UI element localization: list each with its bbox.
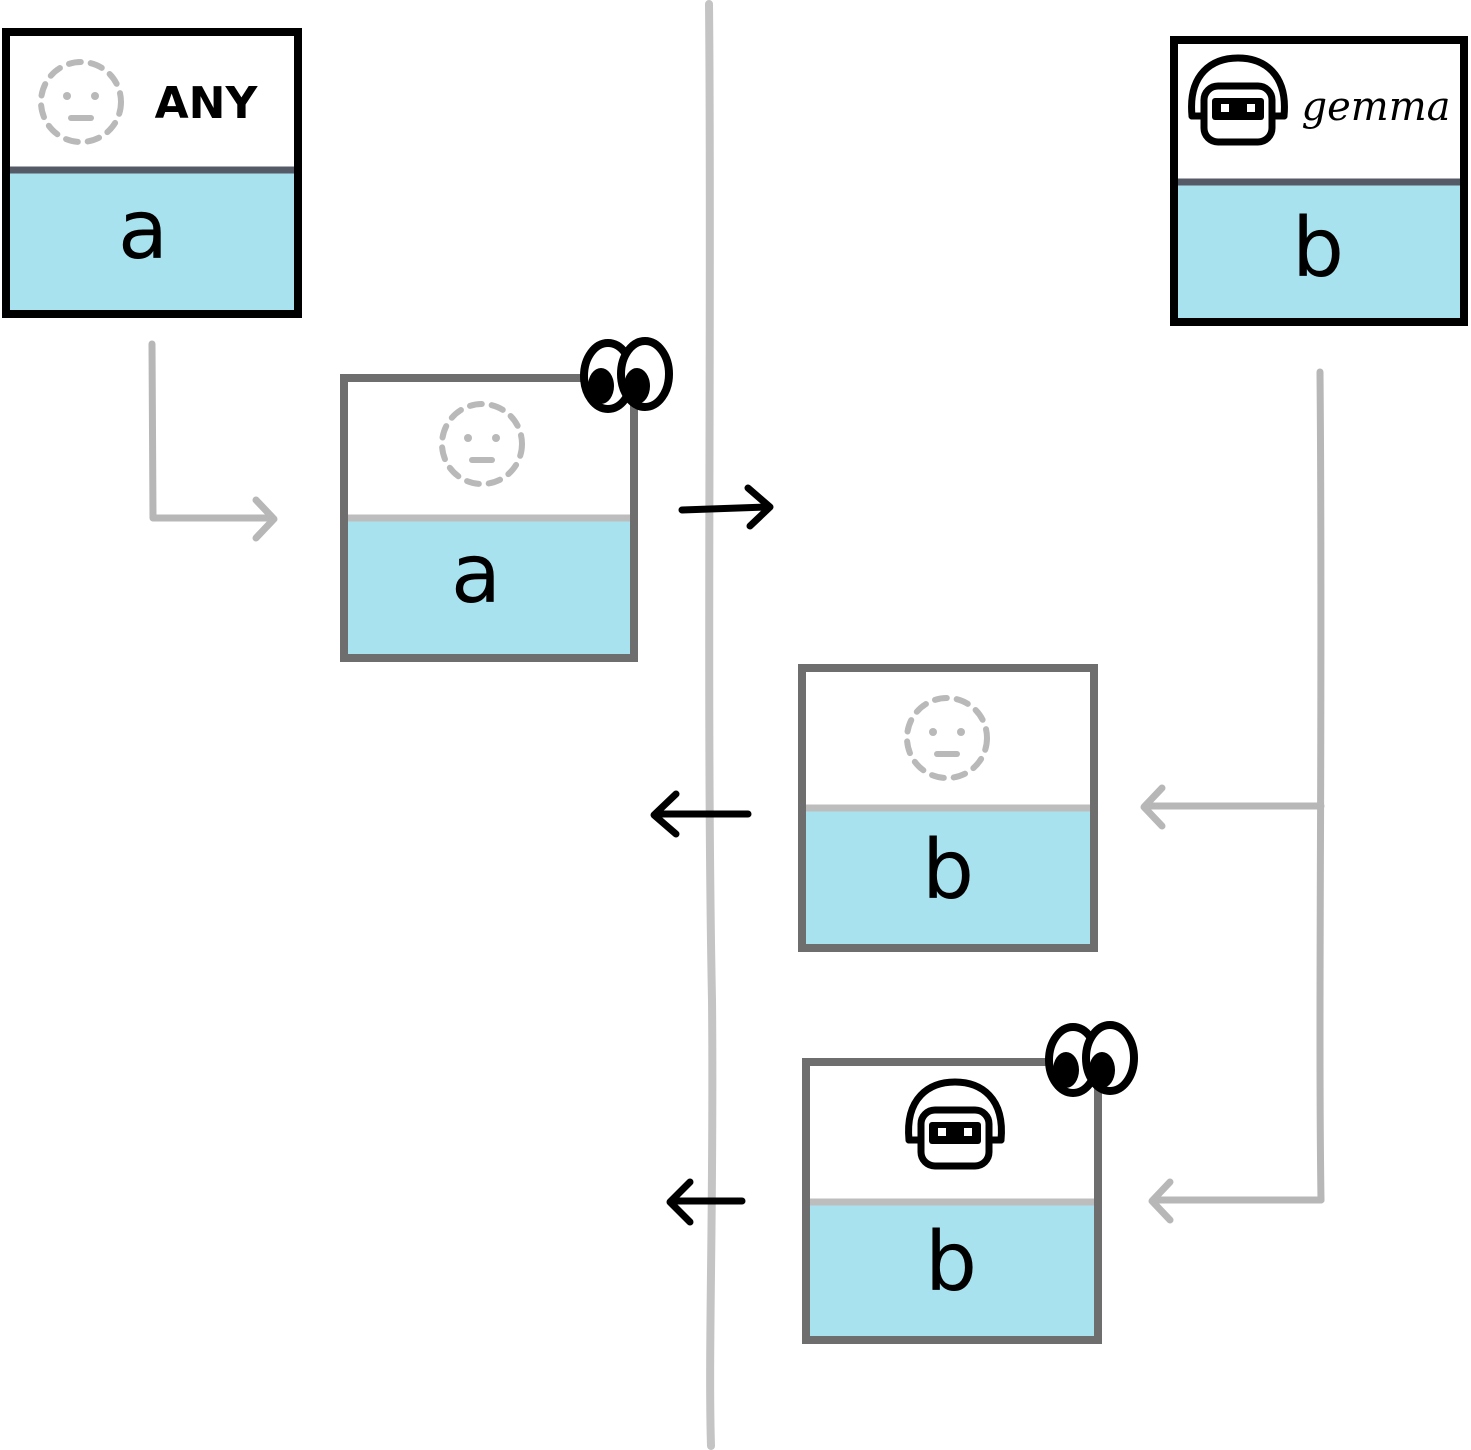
eyes-icon <box>1049 1025 1134 1093</box>
card-value: b <box>922 823 974 918</box>
card-header-label: gemma <box>1302 84 1451 130</box>
card-value: a <box>451 527 501 622</box>
card-value: a <box>118 183 168 278</box>
arrow-left-receive-1 <box>650 790 752 838</box>
card-message-b-anon: b <box>798 664 1098 952</box>
connector-right <box>1140 368 1325 1224</box>
arrow-left-receive-2 <box>666 1178 746 1226</box>
card-message-b-gemma: b <box>802 1025 1134 1344</box>
eyes-icon <box>584 341 669 409</box>
card-value: b <box>925 1215 977 1310</box>
card-message-a: a <box>340 341 669 662</box>
card-header-label: ANY <box>155 78 259 129</box>
connector-left <box>148 340 278 542</box>
card-source-any: ANY a <box>2 28 302 318</box>
card-value: b <box>1292 201 1344 296</box>
card-source-gemma: gemma b <box>1170 36 1468 326</box>
arrow-right-send <box>678 484 774 530</box>
center-divider <box>705 0 717 1450</box>
